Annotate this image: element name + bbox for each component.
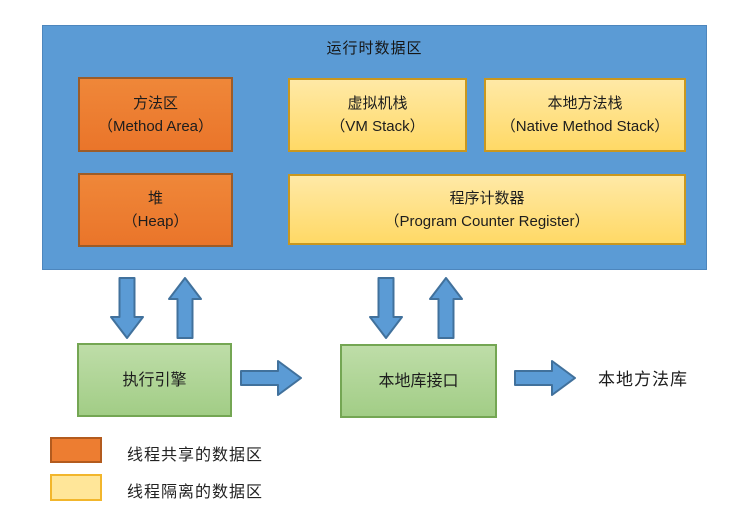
native-method-stack-box: 本地方法栈 （Native Method Stack） (484, 78, 686, 152)
arrow-right-native-interface-to-library (514, 360, 576, 396)
method-area-en: （Method Area） (97, 117, 214, 135)
pc-register-en: （Program Counter Register） (384, 212, 590, 230)
vm-stack-box: 虚拟机栈 （VM Stack） (288, 78, 467, 152)
heap-name: 堆 (147, 190, 163, 207)
legend-swatch-thread-isolated (50, 474, 102, 501)
runtime-data-area-title: 运行时数据区 (326, 40, 423, 57)
native-method-stack-en: （Native Method Stack） (500, 118, 670, 135)
arrow-down-runtime-to-engine (110, 277, 144, 339)
native-library-interface-box: 本地库接口 (340, 344, 497, 418)
execution-engine-label: 执行引擎 (122, 371, 187, 389)
execution-engine-box: 执行引擎 (77, 343, 232, 417)
legend-label-thread-isolated: 线程隔离的数据区 (127, 484, 264, 501)
method-area-name: 方法区 (132, 94, 178, 112)
native-method-library-label: 本地方法库 (598, 370, 688, 389)
runtime-data-area-container: 运行时数据区 方法区 （Method Area） 虚拟机栈 （VM Stack）… (42, 25, 707, 270)
pc-register-box: 程序计数器 （Program Counter Register） (288, 174, 686, 245)
heap-box: 堆 （Heap） (78, 173, 233, 247)
arrow-up-native-interface-to-runtime (429, 277, 463, 339)
legend-label-thread-shared: 线程共享的数据区 (127, 447, 264, 464)
pc-register-name: 程序计数器 (449, 189, 525, 207)
arrow-right-engine-to-native-interface (240, 360, 302, 396)
method-area-box: 方法区 （Method Area） (78, 77, 233, 152)
arrow-down-runtime-to-native-interface (369, 277, 403, 339)
native-method-stack-name: 本地方法栈 (547, 95, 623, 112)
heap-en: （Heap） (122, 213, 189, 230)
vm-stack-en: （VM Stack） (330, 118, 425, 135)
arrow-up-engine-to-runtime (168, 277, 202, 339)
native-library-interface-label: 本地库接口 (378, 372, 459, 390)
vm-stack-name: 虚拟机栈 (347, 95, 408, 112)
legend-swatch-thread-shared (50, 437, 102, 463)
